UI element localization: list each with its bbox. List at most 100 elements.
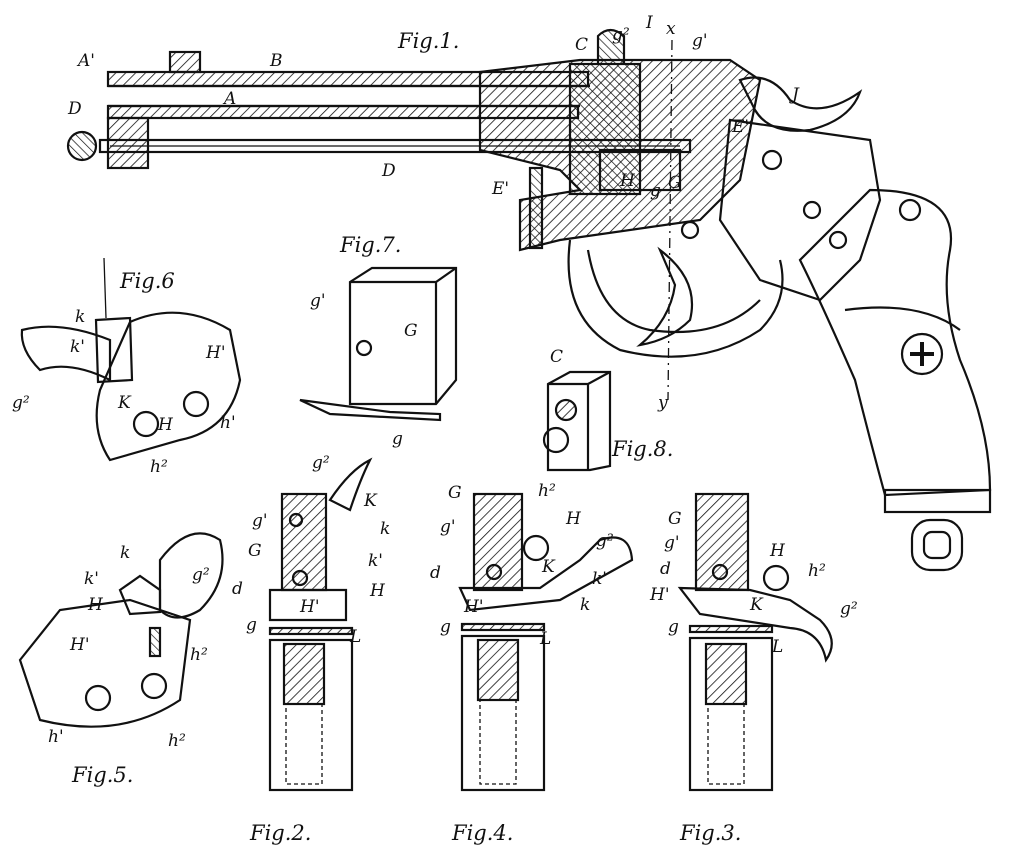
fig7-label-G: G [404, 321, 418, 341]
fig4-label-g2: g² [596, 531, 614, 551]
fig5-title: Fig.5. [71, 763, 133, 787]
fig4-label-k-prime: k' [592, 569, 607, 589]
fig3-label-H-prime: H' [649, 585, 670, 605]
fig3-label-g: g [668, 617, 679, 637]
fig1-title: Fig.1. [397, 29, 459, 53]
fig2-label-k: k [380, 519, 390, 539]
trigger [636, 246, 694, 347]
label-I: I [645, 13, 653, 33]
breech-block [568, 62, 642, 196]
fig4-label-L: L [539, 629, 551, 649]
fig4-title: Fig.4. [451, 821, 513, 845]
fig2-label-g-prime: g' [252, 511, 268, 531]
fig6-hammer-detail [20, 257, 242, 462]
fig4-label-K: K [541, 557, 556, 577]
trigger-guard [567, 239, 784, 358]
fig4-label-g: g [440, 617, 451, 637]
fig5-label-H: H [87, 595, 104, 615]
fig3-label-g2: g² [840, 599, 858, 619]
label-B: B [269, 51, 283, 71]
label-J: J [789, 85, 800, 105]
fig8-part-C [542, 370, 612, 472]
fig7-label-g-prime: g' [310, 291, 326, 311]
label-g-prime: g' [692, 31, 708, 51]
label-E-prime: E' [731, 117, 749, 137]
label-x: x [666, 19, 676, 39]
fig2-label-k-prime: k' [368, 551, 383, 571]
fig4-label-G: G [448, 483, 462, 503]
fig2-label-d: d [232, 579, 243, 599]
fig2-label-L: L [349, 627, 361, 647]
fig3-label-h2: h² [808, 561, 826, 581]
fig2-label-H: H [369, 581, 386, 601]
fig3-label-g-prime: g' [664, 533, 680, 553]
label-G: G [668, 173, 682, 193]
fig8-label-C: C [550, 347, 563, 367]
fig4-label-g-prime: g' [440, 517, 456, 537]
fig4-section [458, 492, 634, 792]
hammer-chamber [598, 148, 682, 192]
fig4-label-h2: h² [538, 481, 556, 501]
fig6-label-K: K [117, 393, 132, 413]
lanyard-ring [910, 518, 964, 572]
fig3-label-G: G [668, 509, 682, 529]
fig2-title: Fig.2. [249, 821, 311, 845]
fig4-label-H: H [565, 509, 582, 529]
fig3-title: Fig.3. [679, 821, 741, 845]
label-E: E' [491, 179, 509, 199]
fig5-label-h-prime: h' [48, 727, 64, 747]
fig6-label-h2: h² [150, 457, 168, 477]
fig6-label-k: k [75, 307, 85, 327]
fig5-label-H-prime: H' [69, 635, 90, 655]
fig2-label-H-prime: H' [299, 597, 320, 617]
rod-knob [66, 130, 98, 162]
label-H: H [619, 171, 636, 191]
fig5-label-k: k [120, 543, 130, 563]
hammer-spur [738, 76, 863, 132]
front-sight [168, 50, 202, 74]
fig7-block [299, 266, 458, 422]
side-plate [718, 118, 882, 302]
fig2-label-g: g [246, 615, 257, 635]
label-A: A [222, 89, 236, 109]
fig7-title: Fig.7. [339, 233, 401, 257]
label-D2: D [381, 161, 396, 181]
fig5-label-h2b: h² [168, 731, 186, 751]
label-D: D [67, 99, 82, 119]
cross-medallion [900, 332, 944, 376]
lever-g2 [596, 28, 626, 64]
fig6-label-g2: g² [12, 393, 30, 413]
label-C: C [575, 35, 588, 55]
fig6-label-k-prime: k' [70, 337, 85, 357]
fig3-section [677, 492, 833, 792]
butt-cap [883, 488, 992, 514]
fig2-label-G: G [248, 541, 262, 561]
fig6-label-H: H [157, 415, 174, 435]
label-y: y [657, 393, 668, 413]
fig5-label-g2: g² [192, 565, 210, 585]
fig4-label-d: d [430, 563, 441, 583]
fig7-label-g: g [392, 429, 403, 449]
fig3-label-H: H [769, 541, 786, 561]
fig1-revolver [66, 28, 992, 572]
fig6-label-h-prime: h' [220, 413, 236, 433]
fig2-section [268, 457, 373, 792]
fig4-label-k: k [580, 595, 590, 615]
grip [798, 188, 992, 497]
fig2-label-g2: g² [312, 453, 330, 473]
fig6-label-H-prime: H' [205, 343, 226, 363]
label-A-prime: A' [76, 51, 95, 71]
label-g2: g² [612, 25, 630, 45]
fig4-label-H-prime: H' [463, 597, 484, 617]
fig5-label-k-prime: k' [84, 569, 99, 589]
fig5-label-h2: h² [190, 645, 208, 665]
fig6-title: Fig.6 [119, 269, 175, 293]
fig3-label-d: d [660, 559, 671, 579]
fig2-label-K: K [363, 491, 378, 511]
screw-E [528, 166, 544, 250]
fig8-title: Fig.8. [611, 437, 673, 461]
fig3-label-K: K [749, 595, 764, 615]
fig5-hammer-detail [18, 532, 224, 728]
